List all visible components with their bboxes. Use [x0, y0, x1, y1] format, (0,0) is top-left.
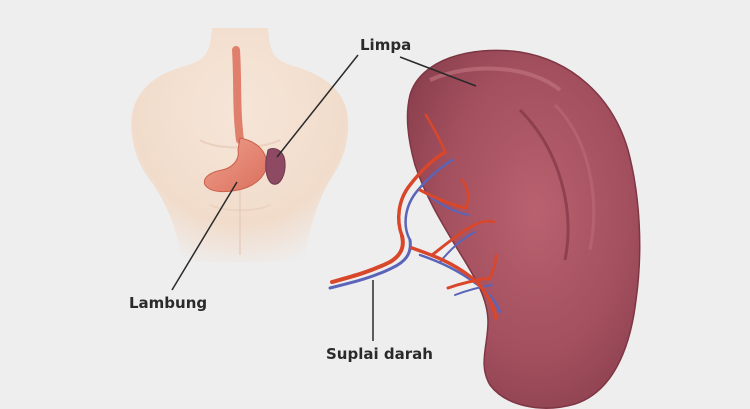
leader-lines	[171, 54, 477, 341]
stomach-label: Lambung	[129, 294, 208, 312]
stomach-organ	[203, 46, 268, 193]
spleen-label: Limpa	[360, 36, 412, 54]
leader-line-stomach	[171, 181, 238, 291]
leader-line-small-spleen	[276, 54, 359, 158]
spleen-organ	[406, 49, 641, 409]
leader-line-spleen	[399, 56, 477, 87]
blood-vessels	[328, 113, 502, 320]
small-spleen	[265, 148, 286, 185]
blood-supply-label: Suplai darah	[326, 345, 433, 363]
